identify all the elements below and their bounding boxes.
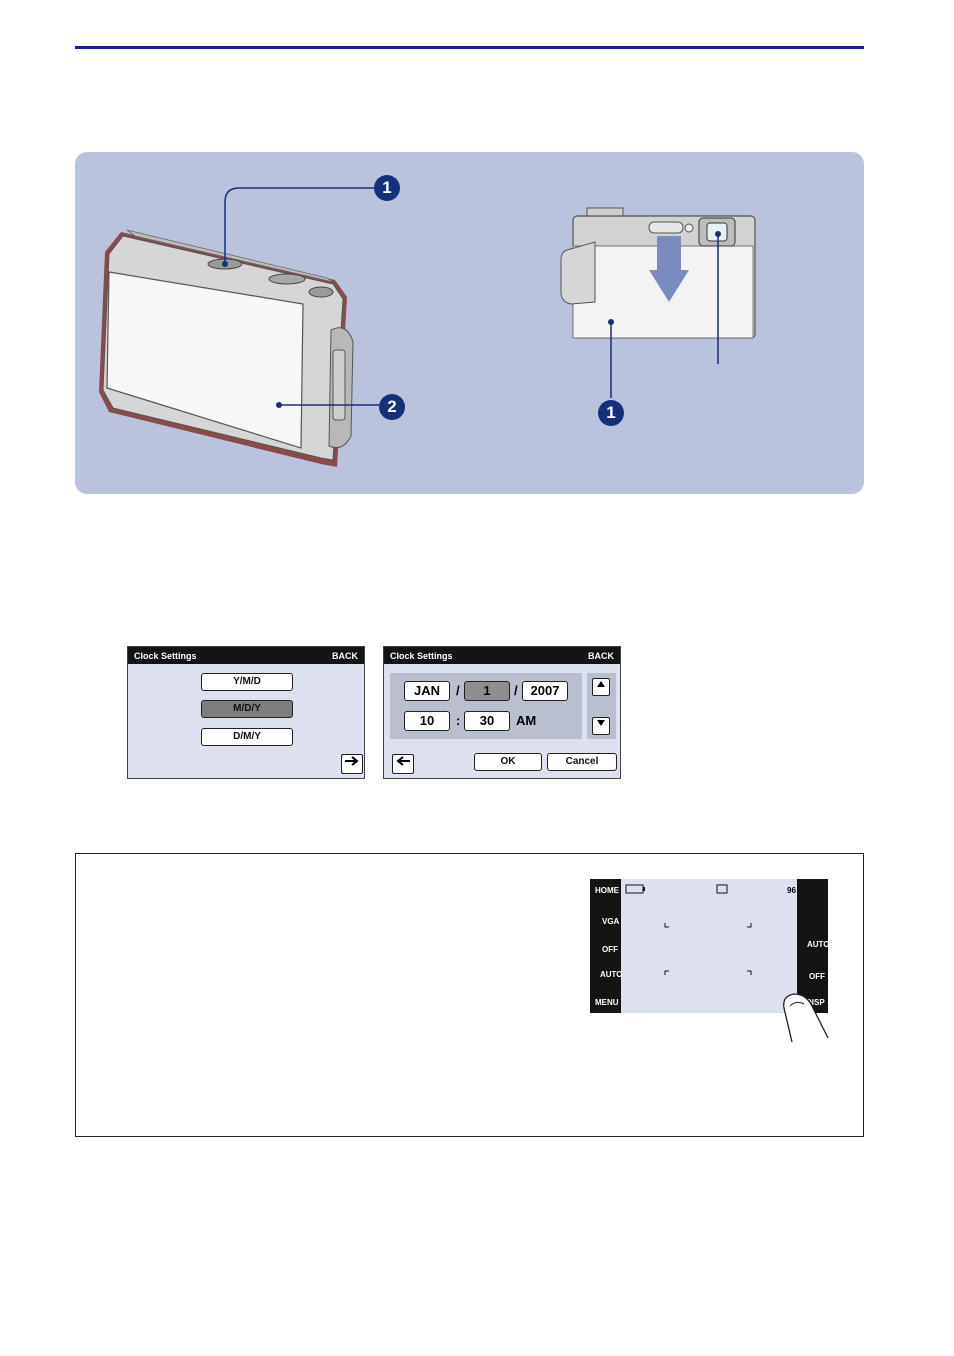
- callout-2: 2: [379, 394, 405, 420]
- format-ymd-button[interactable]: Y/M/D: [201, 673, 293, 691]
- callout-1: 1: [374, 175, 400, 201]
- header-rule: [75, 46, 864, 49]
- back-button[interactable]: BACK: [588, 651, 614, 661]
- triangle-down-icon: [596, 718, 606, 728]
- hour-field[interactable]: 10: [404, 711, 450, 731]
- callout-1-front: 1: [598, 400, 624, 426]
- arrow-right-icon: [344, 755, 360, 767]
- format-mdy-button[interactable]: M/D/Y: [201, 700, 293, 718]
- lcd-image-size-button[interactable]: VGA: [602, 917, 619, 926]
- ampm-label[interactable]: AM: [516, 713, 536, 728]
- screen-title: Clock Settings: [134, 651, 197, 661]
- camera-illustrations: [75, 152, 864, 494]
- day-field[interactable]: 1: [464, 681, 510, 701]
- shot-count: 96: [787, 886, 796, 895]
- month-field[interactable]: JAN: [404, 681, 450, 701]
- clock-settings-format-screen: Clock Settings BACK Y/M/D M/D/Y D/M/Y: [127, 646, 365, 779]
- lcd-scene-button[interactable]: AUTO: [600, 970, 623, 979]
- back-button[interactable]: BACK: [332, 651, 358, 661]
- date-separator: /: [514, 683, 518, 698]
- screen-titlebar: Clock Settings BACK: [384, 647, 620, 664]
- down-button[interactable]: [592, 717, 610, 735]
- screen-titlebar: Clock Settings BACK: [128, 647, 364, 664]
- arrow-buttons-area: [587, 673, 616, 739]
- screen-title: Clock Settings: [390, 651, 453, 661]
- arrow-left-icon: [395, 755, 411, 767]
- lcd-flash-button[interactable]: AUTO: [807, 940, 830, 949]
- next-button[interactable]: [341, 754, 363, 774]
- cancel-button[interactable]: Cancel: [547, 753, 617, 771]
- prev-button[interactable]: [392, 754, 414, 774]
- lcd-self-timer-button[interactable]: OFF: [602, 945, 618, 954]
- date-time-area: JAN / 1 / 2007 10 : 30 AM: [390, 673, 582, 739]
- viewfinder-overlay: [621, 879, 797, 1013]
- finger-icon: [778, 988, 838, 1048]
- camera-figure-panel: 1 2 1: [75, 152, 864, 494]
- lcd-home-button[interactable]: HOME: [595, 886, 619, 895]
- ok-button[interactable]: OK: [474, 753, 542, 771]
- format-dmy-button[interactable]: D/M/Y: [201, 728, 293, 746]
- minute-field[interactable]: 30: [464, 711, 510, 731]
- lcd-macro-button[interactable]: OFF: [809, 972, 825, 981]
- clock-settings-datetime-screen: Clock Settings BACK JAN / 1 / 2007 10 : …: [383, 646, 621, 779]
- year-field[interactable]: 2007: [522, 681, 568, 701]
- triangle-up-icon: [596, 679, 606, 689]
- camera-front: [561, 208, 755, 338]
- up-button[interactable]: [592, 678, 610, 696]
- lcd-viewfinder: 96: [621, 879, 797, 1013]
- date-separator: /: [456, 683, 460, 698]
- time-separator: :: [456, 713, 460, 728]
- lcd-menu-button[interactable]: MENU: [595, 998, 619, 1007]
